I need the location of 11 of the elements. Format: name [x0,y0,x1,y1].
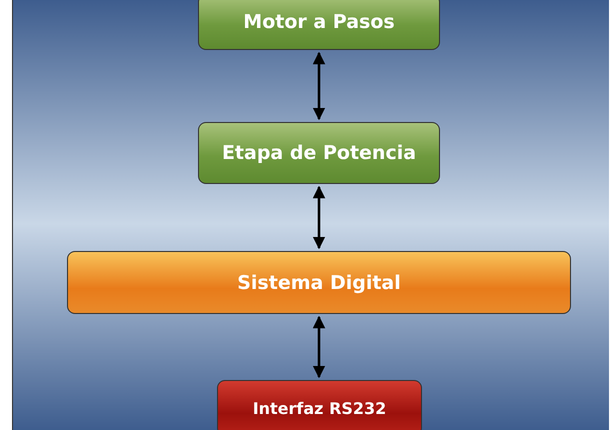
process-box [67,251,571,314]
process-box [198,0,440,50]
process-box [198,122,440,184]
box-label: Motor a Pasos [243,11,395,33]
double-arrow [312,52,326,120]
box-label: Etapa de Potencia [222,142,416,164]
process-box [217,380,422,430]
double-arrow [312,186,326,250]
double-arrow [312,316,326,378]
box-label: Sistema Digital [237,272,401,294]
box-label: Interfaz RS232 [252,398,386,418]
